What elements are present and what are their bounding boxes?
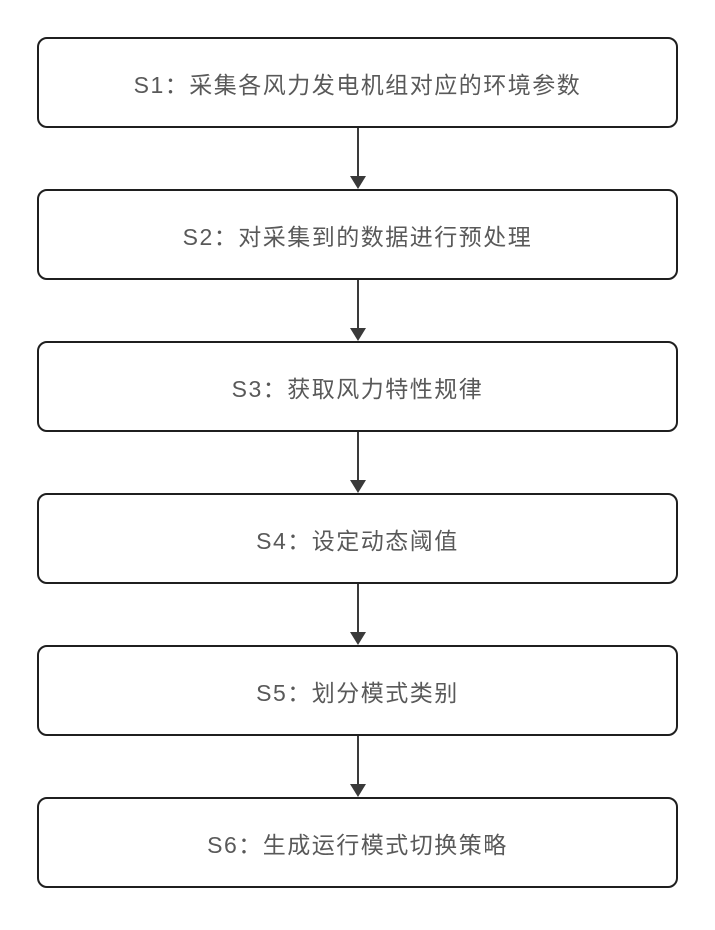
arrow-line	[356, 280, 359, 328]
step-box-s2: S2：对采集到的数据进行预处理	[37, 189, 678, 280]
arrow-head	[349, 328, 366, 341]
step-box-s1: S1：采集各风力发电机组对应的环境参数	[37, 37, 678, 128]
arrow-down-icon	[349, 584, 366, 645]
step-box-s4: S4：设定动态阈值	[37, 493, 678, 584]
arrow-down-icon	[349, 432, 366, 493]
step-label-s6: S6：生成运行模式切换策略	[207, 831, 508, 858]
arrow-head	[349, 176, 366, 189]
arrow-head	[349, 784, 366, 797]
step-label-s5: S5：划分模式类别	[256, 679, 459, 706]
arrow-head	[349, 480, 366, 493]
step-box-s6: S6：生成运行模式切换策略	[37, 797, 678, 888]
step-label-s2: S2：对采集到的数据进行预处理	[182, 223, 533, 250]
step-label-s1: S1：采集各风力发电机组对应的环境参数	[133, 71, 582, 98]
arrow-down-icon	[349, 280, 366, 341]
arrow-line	[356, 736, 359, 784]
step-box-s3: S3：获取风力特性规律	[37, 341, 678, 432]
step-label-s3: S3：获取风力特性规律	[231, 375, 484, 402]
arrow-down-icon	[349, 736, 366, 797]
arrow-head	[349, 632, 366, 645]
arrow-down-icon	[349, 128, 366, 189]
step-label-s4: S4：设定动态阈值	[256, 527, 459, 554]
arrow-line	[356, 584, 359, 632]
arrow-line	[356, 128, 359, 176]
step-box-s5: S5：划分模式类别	[37, 645, 678, 736]
arrow-line	[356, 432, 359, 480]
